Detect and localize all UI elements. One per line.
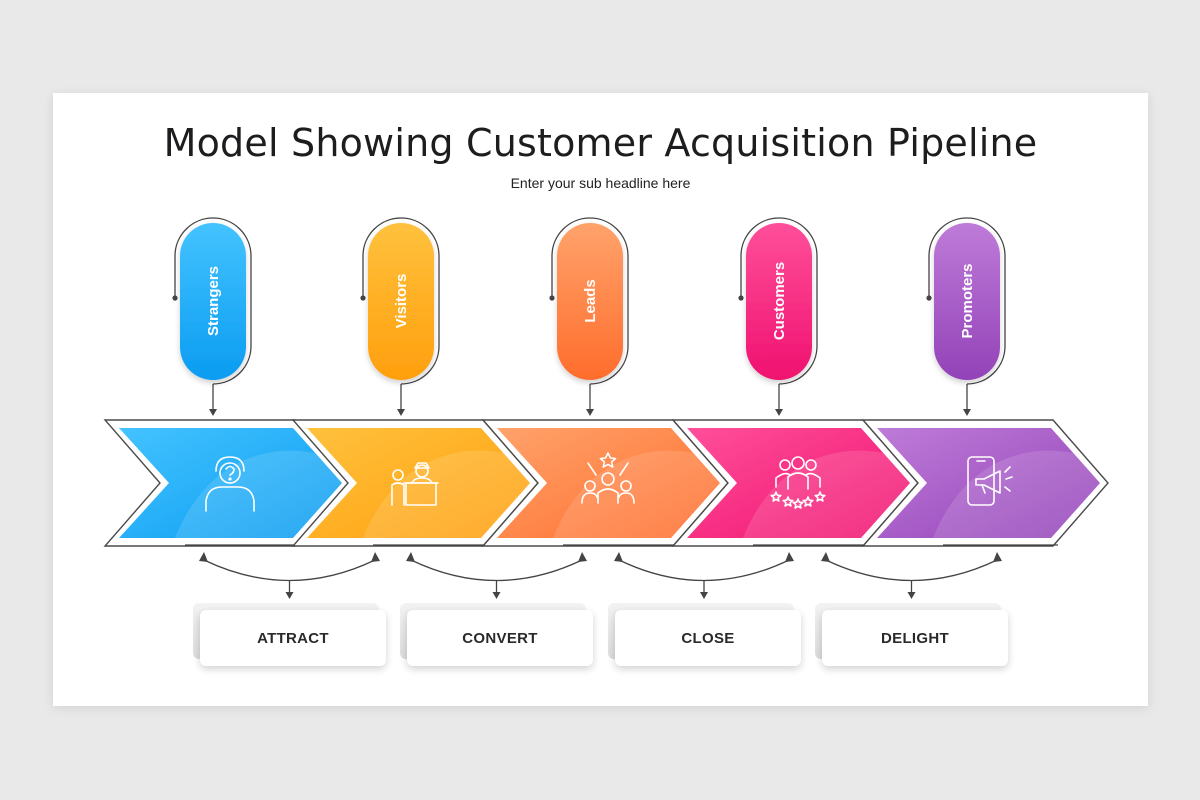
arrow-up-icon [821,552,830,562]
stage-attract: ATTRACT [200,610,386,666]
customer-group-rating-icon [770,456,826,509]
step-pill [746,223,812,380]
pill-outline [362,217,440,385]
confused-person-icon [205,456,255,512]
arrow-up-icon [406,552,415,562]
chevron-highlight [175,450,342,538]
arrow-down-icon [586,409,594,416]
stage-connector-curve [410,559,583,582]
step-pill [557,223,623,380]
arrow-down-icon [285,592,294,599]
stage-connector-curve [825,559,998,582]
stage-connector-curve [203,559,376,582]
visitor-desk-icon [391,462,439,506]
pill-outline [551,217,629,385]
pill-outline [740,217,818,385]
stage-delight: DELIGHT [822,610,1008,666]
arrow-down-icon [209,409,217,416]
arrow-up-icon [785,552,794,562]
arrow-down-icon [907,592,916,599]
pill-outline-dot [926,295,932,301]
step-pill [180,223,246,380]
arrow-up-icon [371,552,380,562]
stage-close: CLOSE [615,610,801,666]
step-label: Customers [771,262,788,340]
arrow-up-icon [578,552,587,562]
arrow-up-icon [993,552,1002,562]
chevron-highlight [363,450,530,538]
arrow-down-icon [775,409,783,416]
chevron-highlight [933,450,1100,538]
stage-convert: CONVERT [407,610,593,666]
arrow-down-icon [700,592,708,599]
pill-outline [928,217,1006,385]
step-label: Visitors [393,274,410,329]
chevron-highlight [743,450,910,538]
pill-outline-dot [738,295,744,301]
pipeline-diagram: Strangers Visitors Leads Customers Promoters [103,217,1109,599]
pill-outline-dot [172,295,178,301]
page-subtitle: Enter your sub headline here [510,175,691,191]
chevron-fill [877,428,1100,538]
pill-outline-dot [360,295,366,301]
step-pill [368,223,434,380]
arrow-down-icon [397,409,405,416]
pill-outline [174,217,252,385]
slide: Model Showing Customer Acquisition Pipel… [53,93,1148,706]
arrow-up-icon [614,552,623,562]
phone-megaphone-icon [967,456,1013,506]
page-title: Model Showing Customer Acquisition Pipel… [163,121,1038,165]
arrow-down-icon [963,409,971,416]
stage-connector-curve [618,559,790,582]
chevron-highlight [553,450,720,538]
arrow-down-icon [492,592,501,599]
arrow-up-icon [199,552,208,562]
step-label: Leads [582,279,599,322]
chevron-fill [497,428,720,538]
step-pill [934,223,1000,380]
step-label: Promoters [959,263,976,338]
step-label: Strangers [205,266,222,336]
celebrating-group-icon [581,452,635,504]
chevron-fill [687,428,910,538]
pill-outline-dot [549,295,555,301]
